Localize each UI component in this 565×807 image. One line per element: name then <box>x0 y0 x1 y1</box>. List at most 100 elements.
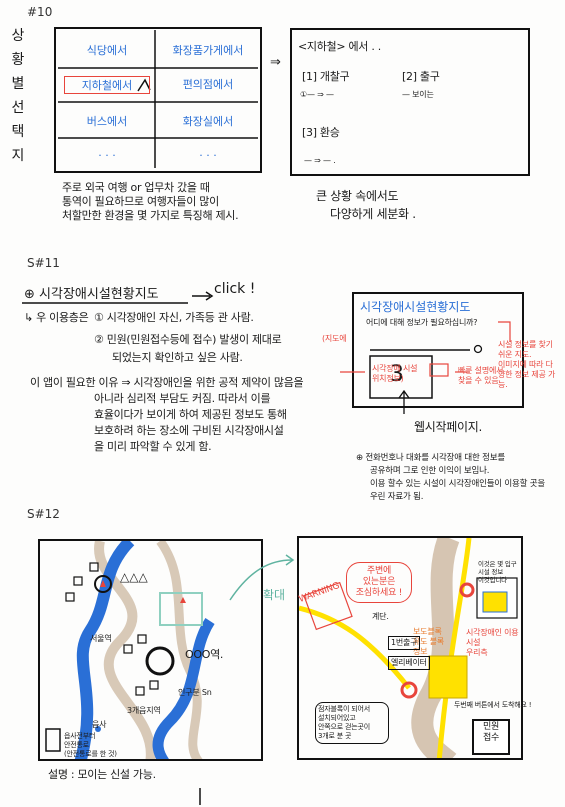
vertical-char: 황 <box>11 52 25 68</box>
why-line: 아니라 심리적 부담도 커짐. 따라서 이를 <box>94 392 271 405</box>
situation-grid-frame <box>54 27 262 173</box>
triangle-marks: △△△ <box>120 570 148 584</box>
option-flow: — ⇒ — . <box>304 156 336 165</box>
station-ooo-label: OOO역. <box>185 648 224 661</box>
bubble-line: 조심하세요 ! <box>355 588 403 598</box>
situation-cell[interactable]: 편의점에서 <box>182 78 234 91</box>
note-line: 우린 자료가 됨. <box>370 492 424 502</box>
note-line: 통역이 필요하므로 여행자들이 많이 <box>62 195 219 208</box>
info-line: 3개로 분 곳 <box>318 732 352 740</box>
annotation-left: (지도에 <box>322 334 362 344</box>
annotation-map: 시각장애 시설 위치정보) <box>372 364 430 384</box>
option-flow: ①— ⇒ — <box>300 90 334 99</box>
annotation-line: 위치정보) <box>372 374 404 383</box>
vertical-char: 별 <box>11 76 25 92</box>
scene-label-10: #10 <box>27 5 53 19</box>
why-line: 이 앱이 필요한 이유 ⇒ 시각장애인을 위한 공적 제약이 많음을 <box>30 376 304 389</box>
app-title: 시각장애시설현황지도 <box>360 300 471 314</box>
info-line: 설치되어있고 <box>318 714 356 722</box>
orange-notes: 보도블록 유도 블록 정보 <box>413 627 444 657</box>
orange-note: 정보 <box>413 647 428 656</box>
card-line: 시설 정보 <box>478 568 503 576</box>
scene-label-12: S#12 <box>27 507 60 521</box>
note-line: 다양하게 세분화 . <box>330 207 416 221</box>
elevator-box: 엘리베이터 <box>388 656 430 670</box>
user-reason-2b: 되었는지 확인하고 싶은 사람. <box>112 351 243 364</box>
map-footnote: 설명 : 모이는 신설 가능. <box>48 768 156 781</box>
user-intro: ↳ 우 이용층은 <box>24 311 89 324</box>
overview-map-drawing <box>45 541 215 759</box>
note-right: 큰 상황 속에서도 다양하게 세분화 . <box>316 187 416 223</box>
app-mockup-frame <box>352 292 524 408</box>
situation-cell-selected[interactable]: 지하철에서 <box>64 76 150 94</box>
zoomed-map-drawing <box>299 538 518 758</box>
facility-note-line: 시각장애인 이용시설 <box>466 628 519 647</box>
note-left: 주로 외국 여행 or 업무차 갔을 때 통역이 필요하므로 여행자들이 많이 … <box>62 181 302 223</box>
overview-map <box>38 539 263 761</box>
complaint-line: 접수 <box>483 733 499 743</box>
option-transfer[interactable]: [3] 환승 <box>302 126 340 139</box>
orange-note: 유도 블록 <box>413 637 444 646</box>
why-line: 보호하려 하는 장소에 구비된 시각장애시설 <box>94 424 284 437</box>
expand-label: 확대 <box>263 588 286 602</box>
bubble-line: 있는분은 <box>362 577 396 587</box>
note-line: ⊕ 전화번호나 대화를 시각장애 대한 정보를 <box>356 453 505 463</box>
note-line: 이용 할수 있는 시설이 시각장애인들이 이용할 곳을 <box>370 479 546 489</box>
info-card: 이것은 몇 입구 시설 정보 이것입니다 <box>478 560 518 584</box>
why-line: 효율이다가 보이게 하여 제공된 정보도 통해 <box>94 408 287 421</box>
annotation-line: 시설 정보를 찾기 쉬운 지도. <box>498 340 553 359</box>
side-label: 인구분 Sn <box>178 688 212 697</box>
legend-line: 읍사전부터 <box>64 732 96 740</box>
station-label: 서울역 <box>90 634 112 643</box>
annotation-line: 시각장애 시설 <box>372 364 418 373</box>
facility-note: 시각장애인 이용시설 우리측 <box>466 628 520 658</box>
situation-cell[interactable]: 식당에서 <box>86 44 128 57</box>
scene-label-11: S#11 <box>27 256 60 270</box>
situation-cell[interactable]: 버스에서 <box>86 115 128 128</box>
option-exit[interactable]: [2] 출구 <box>402 70 440 83</box>
vertical-char: 상 <box>11 28 25 44</box>
district-label: 3개읍지역 <box>127 706 161 715</box>
vertical-char: 지 <box>11 148 25 164</box>
note-line: 공유하며 그로 인한 이익이 보임나. <box>370 466 490 476</box>
vertical-title: 상 황 별 선 택 지 <box>8 24 28 168</box>
bubble-line: 주변에 <box>366 566 392 576</box>
user-reason-1: ① 시각장애인 자신, 가족등 관 사람. <box>94 311 254 324</box>
option-flow: — 보이는 <box>402 90 434 99</box>
arrow-icon: ⇒ <box>270 55 281 70</box>
feature-heading: ⊕ 시각장애시설현황지도 <box>24 287 159 302</box>
complaint-button[interactable]: 민원 접수 <box>477 722 505 744</box>
card-line: 이것입니다 <box>478 576 507 584</box>
detail-frame <box>290 28 530 176</box>
facility-note-line: 우리측 <box>466 648 488 657</box>
more-dots: . . . <box>98 146 116 159</box>
detail-title: <지하철> 에서 . . <box>298 40 381 53</box>
info-line: 안쪽으로 걷는곳이 <box>318 723 370 731</box>
note-line: 주로 외국 여행 or 업무차 갔을 때 <box>62 181 210 194</box>
annotation-line: (지도에 <box>322 334 347 343</box>
why-line: 을 미리 파악할 수 있게 함. <box>94 440 212 453</box>
complaint-line: 민원 <box>483 722 499 732</box>
annotation-line: 이미지에 따라 다양한 정보 제공 가능. <box>498 360 556 389</box>
situation-cell[interactable]: 화장품가게에서 <box>172 44 244 57</box>
info-line: 점자블록이 되어서 <box>318 705 370 713</box>
bottom-note: ⊕ 전화번호나 대화를 시각장애 대한 정보를 공유하며 그로 인한 이익이 보… <box>356 452 561 504</box>
card-line: 이것은 몇 입구 <box>478 560 517 568</box>
info-box: 점자블록이 되어서 설치되어있고 안쪽으로 걷는곳이 3개로 분 곳 <box>315 702 389 744</box>
note-line: 처할만한 환경을 몇 가지로 특징해 제시. <box>62 209 239 222</box>
situation-cell[interactable]: 화장실에서 <box>182 115 234 128</box>
legend-line: (안전통로를 한 것) <box>64 750 117 758</box>
app-subtitle: 어디에 대해 정보가 필요하십니까? <box>366 318 478 327</box>
zoomed-map <box>297 536 523 760</box>
legend-lines: 읍사전부터 안전통로 (안전통로를 한 것) <box>64 732 117 759</box>
legend-line: 안전통로 <box>64 741 89 749</box>
second-button-note: 두번째 버튼에서 도착해요 ! <box>454 701 532 709</box>
option-ticket-gate[interactable]: [1] 개찰구 <box>302 70 350 83</box>
stairs-label: 계단. <box>372 612 389 621</box>
annotation-mid: 빠른 설명에서 찾을 수 있음. <box>458 366 504 385</box>
click-label: click ! <box>214 281 256 297</box>
why-note: 이 앱이 필요한 이유 ⇒ 시각장애인을 위한 공적 제약이 많음을 아니라 심… <box>30 375 330 455</box>
user-reason-2: ② 민원(민원접수등에 접수) 발생이 제대로 <box>94 333 282 346</box>
orange-note: 보도블록 <box>413 627 442 636</box>
note-line: 큰 상황 속에서도 <box>316 189 399 203</box>
